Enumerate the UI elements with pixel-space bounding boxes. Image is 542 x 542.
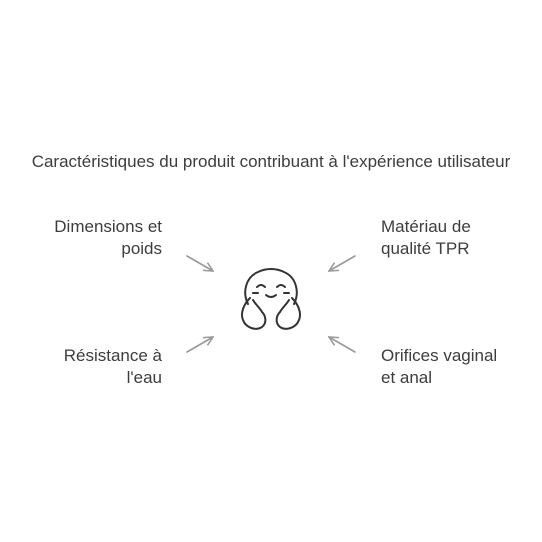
feature-water-resistance: Résistance à l'eau: [12, 345, 162, 389]
feature-water-resistance-line1: Résistance à: [63, 346, 162, 365]
feature-orifices: Orifices vaginal et anal: [381, 345, 531, 389]
arrow-top-right: [329, 255, 356, 271]
feature-orifices-line1: Orifices vaginal: [381, 346, 498, 365]
feature-water-resistance-line2: l'eau: [126, 368, 162, 387]
diagram-title: Caractéristiques du produit contribuant …: [31, 152, 511, 171]
feature-material: Matériau de qualité TPR: [381, 216, 531, 260]
feature-orifices-line2: et anal: [381, 368, 433, 387]
happy-face-icon: [240, 268, 302, 330]
arrow-top-left: [186, 255, 213, 271]
feature-dimensions-line1: Dimensions et: [54, 217, 162, 236]
feature-dimensions: Dimensions et poids: [12, 216, 162, 260]
feature-dimensions-line2: poids: [121, 239, 162, 258]
feature-material-line2: qualité TPR: [381, 239, 470, 258]
arrow-bottom-right: [329, 337, 356, 353]
arrow-bottom-left: [186, 337, 213, 353]
feature-material-line1: Matériau de: [381, 217, 471, 236]
